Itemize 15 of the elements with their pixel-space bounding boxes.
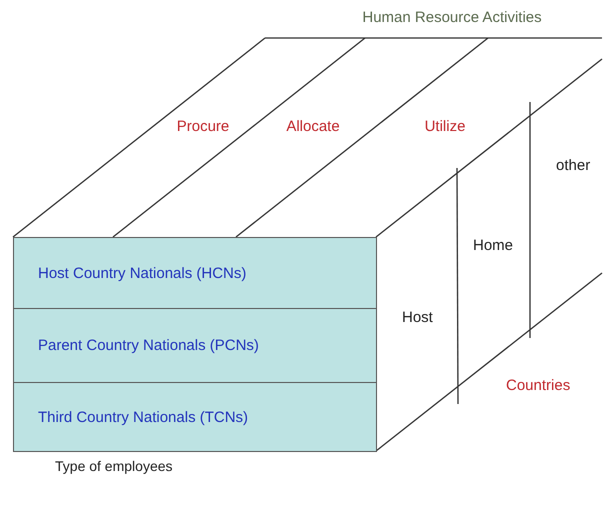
row-label: Parent Country Nationals (PCNs) — [38, 337, 259, 354]
country-label: Home — [473, 237, 514, 255]
employee-type-row — [13, 382, 377, 452]
axis-title: Type of employees — [55, 457, 173, 475]
activity-label: Utilize — [424, 118, 466, 136]
activity-label: Allocate — [286, 118, 340, 136]
axis-title: Human Resource Activities — [362, 9, 542, 27]
row-label: Host Country Nationals (HCNs) — [38, 264, 246, 282]
employee-type-row — [13, 308, 377, 383]
axis-title: Countries — [506, 377, 570, 395]
activity-label: Procure — [176, 118, 230, 136]
employee-type-row — [13, 237, 377, 309]
row-label: Third Country Nationals (TCNs) — [38, 408, 248, 426]
country-label: Host — [402, 309, 433, 327]
country-label: other — [556, 157, 590, 175]
